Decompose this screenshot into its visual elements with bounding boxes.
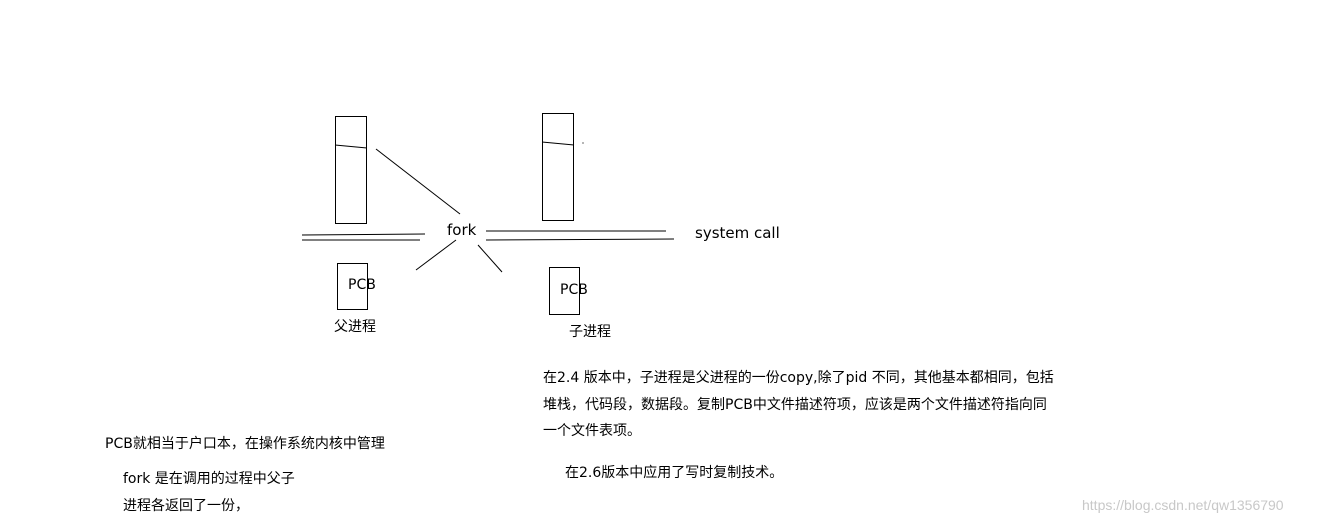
child-process-stack [542, 113, 574, 221]
parent-stack-divider [334, 144, 368, 149]
child-pcb-label: PCB [560, 282, 588, 298]
syscall-boundary-right-lower [485, 238, 675, 241]
child-pcb-box [549, 267, 580, 315]
parent-pcb-box [337, 263, 368, 310]
parent-process-label: 父进程 [334, 319, 376, 335]
version-26-note: 在2.6版本中应用了写时复制技术。 [565, 465, 784, 481]
child-process-label: 子进程 [569, 324, 611, 340]
version-24-note: 在2.4 版本中，子进程是父进程的一份copy,除了pid 不同，其他基本都相同… [543, 365, 1054, 445]
parent-process-stack [335, 116, 367, 224]
pcb-note: PCB就相当于户口本，在操作系统内核中管理 [105, 436, 385, 452]
fork-label: fork [447, 221, 477, 239]
fork-to-parent-pcb-line [415, 239, 457, 271]
parent-to-fork-line [375, 148, 461, 215]
fork-note-line: fork 是在调用的过程中父子 [123, 471, 295, 487]
syscall-boundary-left-upper [301, 233, 426, 236]
watermark: https://blog.csdn.net/qw1356790 [1082, 497, 1284, 513]
fork-to-child-pcb-line [477, 244, 503, 273]
version-24-note-line: 一个文件表项。 [543, 423, 641, 439]
fork-note-line: 进程各返回了一份， [123, 497, 249, 514]
fork-note: fork 是在调用的过程中父子 进程各返回了一份， [123, 466, 295, 519]
system-call-label: system call [695, 224, 780, 242]
version-24-note-line: 堆栈，代码段，数据段。复制PCB中文件描述符项，应该是两个文件描述符指向同 [543, 396, 1047, 413]
parent-pcb-label: PCB [348, 277, 376, 293]
stray-dot [582, 142, 584, 144]
child-stack-divider [541, 141, 575, 146]
version-24-note-line: 在2.4 版本中，子进程是父进程的一份copy,除了pid 不同，其他基本都相同… [543, 370, 1054, 386]
